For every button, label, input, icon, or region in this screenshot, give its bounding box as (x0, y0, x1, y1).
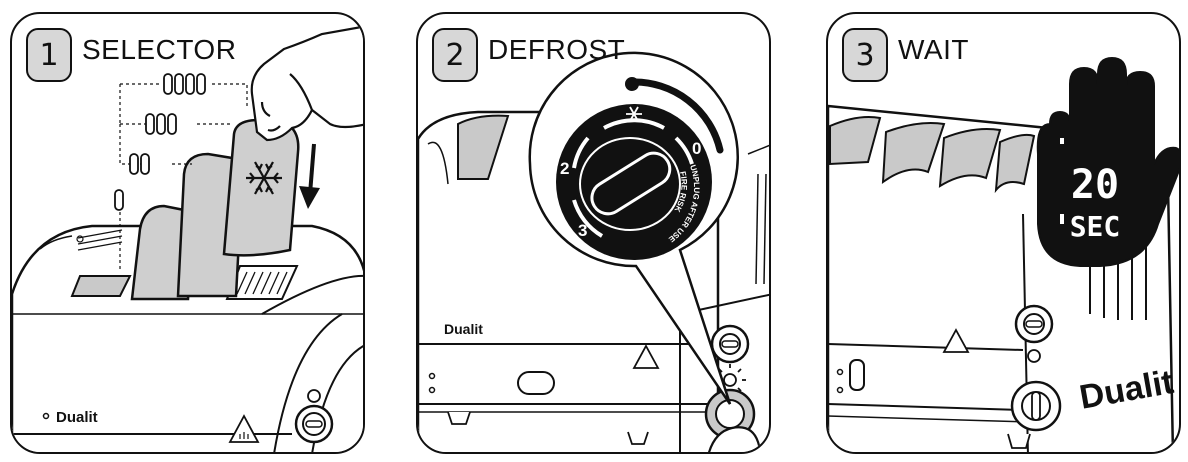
snowflake-icon (626, 106, 642, 122)
step-2-panel: 2 DEFROST (416, 12, 771, 454)
step-2-illustration: Dualit (418, 51, 769, 452)
step-1-illustration: Dualit (12, 25, 363, 452)
bread-slices (130, 118, 300, 301)
selector-guide-lines (119, 83, 248, 269)
dial-mark-0: 0 (692, 139, 701, 158)
step-3-title: WAIT (898, 34, 969, 65)
dial-mark-2: 2 (560, 159, 569, 178)
heat-warning-icon (228, 414, 260, 443)
hand-illustration (250, 25, 363, 142)
brand-logo: Dualit (444, 321, 483, 337)
step-2-number: 2 (432, 28, 478, 82)
step-1-number: 1 (26, 28, 72, 82)
selector-knob[interactable] (1014, 304, 1054, 344)
down-arrow-icon (299, 143, 320, 209)
step-2-title: DEFROST (488, 34, 626, 65)
timer-unit: SEC (1070, 210, 1121, 243)
timer-value: 20 (1071, 162, 1119, 208)
timer-knob[interactable] (1010, 380, 1062, 432)
browning-dial[interactable]: 0 2 3 UNPLUG AFTER USE FIRE RISK (556, 104, 712, 260)
finger-illustration (708, 426, 763, 452)
heat-warning-icon (632, 344, 660, 369)
step-3-illustration: Dualit (828, 56, 1179, 452)
hand-icon (1036, 56, 1179, 267)
step-3-number: 3 (842, 28, 888, 82)
dial-mark-3: 3 (578, 221, 587, 240)
step-1-panel: 1 SELECTOR (10, 12, 365, 454)
timer-knob[interactable] (294, 404, 334, 444)
toaster-slots (829, 116, 1036, 194)
arc-start-dot (625, 77, 639, 91)
step-3-panel: 3 WAIT Dualit (826, 12, 1181, 454)
indicator-light (1027, 349, 1041, 363)
step-1-title: SELECTOR (82, 34, 237, 65)
defrost-arc (628, 78, 724, 154)
selector-pills (114, 73, 206, 211)
brand-logo: Dualit (56, 409, 98, 426)
lever-indicator (307, 389, 321, 403)
snowflake-icon (246, 161, 282, 195)
heat-warning-icon (942, 328, 970, 353)
selector-knob[interactable] (710, 324, 750, 364)
